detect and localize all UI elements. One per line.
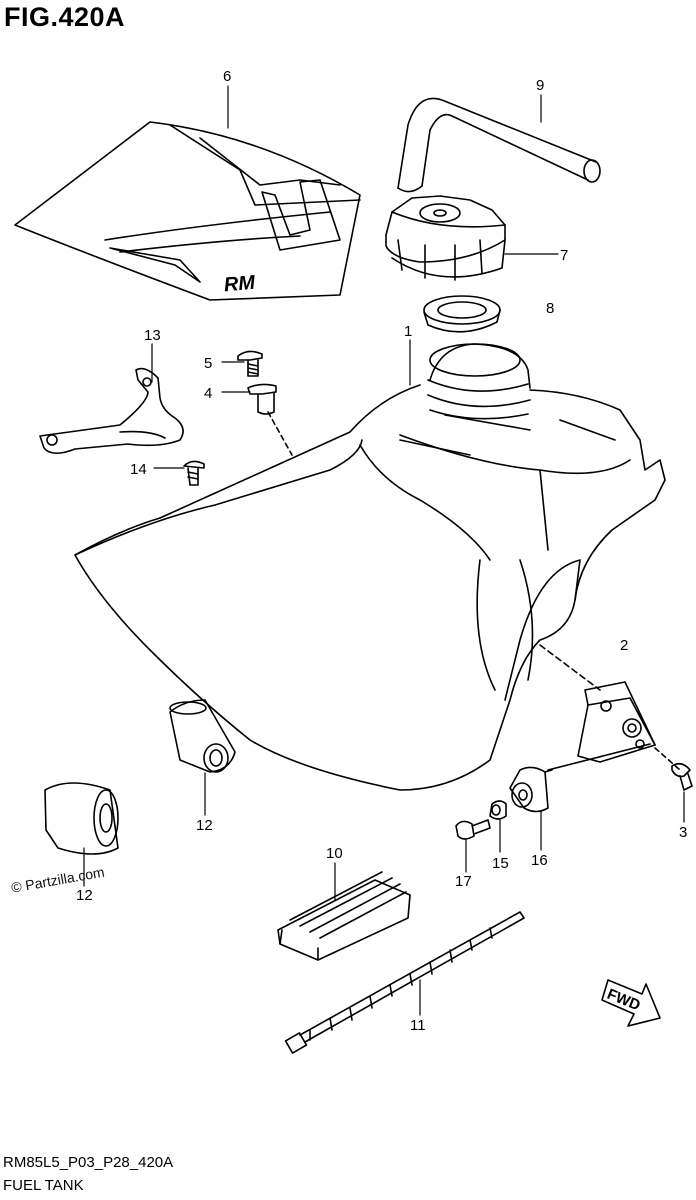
callout-15: 15 — [492, 855, 509, 872]
callout-5: 5 — [204, 355, 212, 372]
part-14-screw — [183, 460, 205, 486]
fwd-arrow-icon: FWD — [601, 979, 661, 1027]
figure-code: RM85L5_P03_P28_420A — [3, 1154, 174, 1171]
callout-labels: 1 2 3 4 5 6 7 8 9 10 11 12 12 13 14 15 1… — [76, 68, 687, 1034]
callout-9: 9 — [536, 77, 544, 94]
callout-6: 6 — [223, 68, 231, 85]
callout-12b: 12 — [76, 887, 93, 904]
part-4-collar — [247, 383, 277, 415]
callout-7: 7 — [560, 247, 568, 264]
callout-13: 13 — [144, 327, 161, 344]
part-9-hose — [397, 97, 601, 193]
part-11-cable-tie — [284, 911, 525, 1054]
part-1-tank — [74, 343, 666, 791]
callout-4: 4 — [204, 385, 212, 402]
callout-2: 2 — [620, 637, 628, 654]
callout-14: 14 — [130, 461, 147, 478]
part-10-pad — [277, 871, 411, 961]
fig-title: FIG.420A — [4, 2, 126, 32]
part-16-damper — [509, 766, 553, 813]
part-2-mount — [577, 681, 656, 763]
callout-10: 10 — [326, 845, 343, 862]
part-7-cap — [385, 195, 506, 281]
callout-8: 8 — [546, 300, 554, 317]
callout-16: 16 — [531, 852, 548, 869]
leader-16-line — [547, 743, 651, 771]
part-5-bolt — [237, 350, 263, 377]
callout-3: 3 — [679, 824, 687, 841]
callout-1: 1 — [404, 323, 412, 340]
part-17-bolt — [455, 819, 491, 840]
part-3-bolt — [671, 762, 693, 791]
part-8-gasket — [423, 295, 501, 333]
leader-4-dash — [267, 411, 293, 456]
leader-3-dash — [654, 747, 681, 771]
part-6-decal: RM — [14, 121, 361, 301]
part-12-cushion-b — [44, 782, 119, 855]
leader-lines — [83, 85, 685, 1016]
part-15-collar — [489, 800, 507, 820]
callout-12a: 12 — [196, 817, 213, 834]
decal-logo: RM — [223, 272, 257, 297]
callout-17: 17 — [455, 873, 472, 890]
figure-name: FUEL TANK — [3, 1177, 84, 1194]
part-12-cushion-a — [169, 699, 236, 773]
leader-2-dash — [539, 644, 601, 691]
part-13-bracket — [39, 367, 184, 455]
callout-11: 11 — [410, 1017, 426, 1034]
